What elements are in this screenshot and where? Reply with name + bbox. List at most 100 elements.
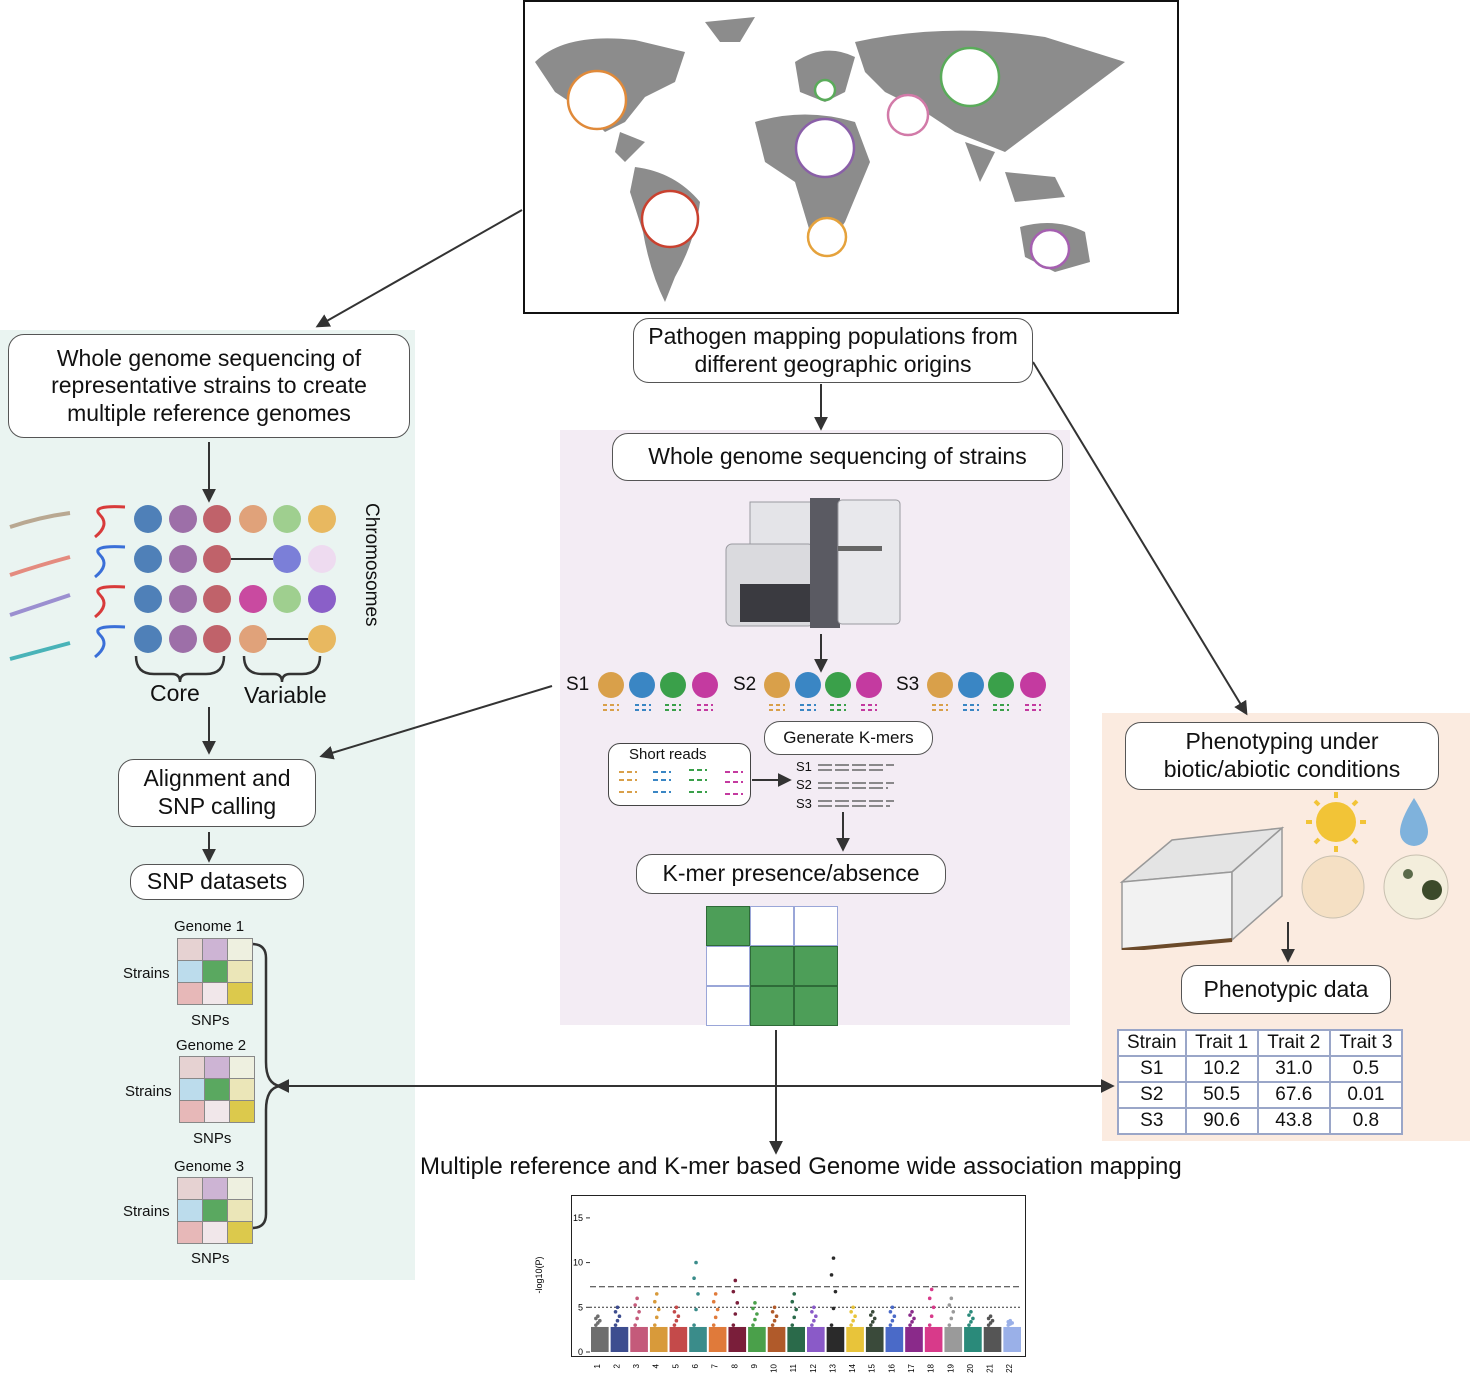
table-cell: 0.5 <box>1328 1055 1404 1083</box>
snp-point <box>888 1323 893 1327</box>
genome-2-title: Genome 2 <box>176 1037 247 1054</box>
snp-point <box>971 1316 975 1321</box>
snp-point <box>888 1309 893 1314</box>
snp-point <box>694 1307 698 1312</box>
table-cell: 0.8 <box>1328 1107 1404 1135</box>
snp-point <box>692 1276 696 1281</box>
table-header-row: Strain Trait 1 Trait 2 Trait 3 <box>1117 1029 1404 1057</box>
genome-2-cols-label: SNPs <box>193 1130 232 1147</box>
genome-1-cols-label: SNPs <box>191 1012 230 1029</box>
snp-point <box>615 1318 620 1323</box>
snp-point <box>929 1314 934 1319</box>
kmer-row-s3: S3 <box>796 796 812 811</box>
chromosome-band <box>689 1326 707 1352</box>
petri-dish-abiotic-icon <box>1383 854 1449 920</box>
snp-point <box>829 1323 834 1327</box>
snp-point <box>733 1312 738 1316</box>
x-tick-label: 6 <box>691 1363 700 1368</box>
snp-point <box>692 1323 696 1327</box>
snp-point <box>833 1289 838 1294</box>
phenotyping-box: Phenotyping under biotic/abiotic conditi… <box>1125 722 1439 790</box>
genome-1-rows-label: Strains <box>123 965 170 982</box>
chromosome-band <box>924 1326 943 1352</box>
strain-label-s1: S1 <box>566 674 590 695</box>
snp-point <box>711 1323 716 1327</box>
strain-label-s3: S3 <box>896 674 920 695</box>
x-tick-label: 12 <box>809 1363 818 1372</box>
snp-point <box>713 1315 718 1320</box>
genome-3-grid <box>177 1177 253 1244</box>
water-drop-icon <box>1400 798 1428 846</box>
chromosome-band <box>767 1326 786 1352</box>
x-tick-label: 19 <box>946 1363 955 1372</box>
snp-point <box>967 1313 971 1317</box>
snp-point <box>929 1287 934 1292</box>
table-cell: 50.5 <box>1184 1081 1259 1109</box>
chromosome-band <box>807 1326 825 1352</box>
snp-point <box>672 1323 677 1327</box>
variable-brace <box>242 655 322 683</box>
snp-point <box>753 1301 757 1305</box>
sequencer-machine-icon <box>725 498 901 628</box>
y-tick-label: 15 <box>573 1213 583 1223</box>
snp-point <box>872 1316 877 1321</box>
snp-point <box>790 1299 795 1304</box>
chromosome-band <box>865 1326 884 1352</box>
snp-point <box>849 1309 853 1314</box>
sun-icon <box>1306 792 1366 852</box>
caption-to-phenotyping-arrow <box>1032 361 1248 716</box>
x-tick-label: 17 <box>907 1363 916 1372</box>
table-cell: 43.8 <box>1256 1107 1331 1135</box>
y-tick-label: 5 <box>578 1302 583 1312</box>
chromosome-band <box>787 1326 805 1352</box>
chromosome-band <box>1003 1326 1021 1352</box>
strain-sketches <box>9 511 71 661</box>
snp-point <box>613 1309 618 1314</box>
table-row: S3 90.6 43.8 0.8 <box>1117 1107 1404 1135</box>
snp-point <box>810 1323 814 1327</box>
y-tick-label: 10 <box>573 1258 583 1268</box>
phenotyping-illustrations <box>1119 792 1449 950</box>
x-tick-label: 3 <box>632 1363 641 1368</box>
snp-point <box>598 1318 602 1323</box>
snp-point <box>908 1313 912 1317</box>
table-cell: 90.6 <box>1184 1107 1259 1135</box>
snp-point <box>654 1292 659 1296</box>
core-label: Core <box>150 680 200 706</box>
chromosome-band <box>649 1326 668 1352</box>
snp-point <box>831 1306 836 1311</box>
snp-point <box>869 1313 873 1317</box>
x-tick-label: 4 <box>652 1363 661 1368</box>
snp-point <box>851 1318 855 1323</box>
snp-point <box>829 1273 834 1277</box>
strain-chromosome-sets <box>598 672 1046 711</box>
x-tick-label: 9 <box>750 1363 759 1368</box>
chromosomes-label: Chromosomes <box>361 503 382 627</box>
genome-2-rows-label: Strains <box>125 1083 172 1100</box>
wgs-reference-box: Whole genome sequencing of representativ… <box>8 334 410 438</box>
snp-point <box>969 1320 973 1324</box>
chromosome-band <box>748 1326 766 1352</box>
table-row: S1 10.2 31.0 0.5 <box>1117 1055 1404 1083</box>
strains-to-alignment-arrow <box>319 685 553 760</box>
snp-point <box>969 1309 973 1314</box>
chromosome-band <box>708 1326 727 1352</box>
snp-point <box>931 1305 936 1310</box>
table-header: Trait 1 <box>1184 1029 1259 1057</box>
chromosome-band <box>630 1326 648 1352</box>
chromosome-band <box>591 1326 609 1352</box>
kmer-row-s1: S1 <box>796 759 812 774</box>
snp-point <box>676 1314 681 1319</box>
snp-point <box>770 1323 775 1327</box>
table-cell: S3 <box>1117 1107 1187 1135</box>
chromosome-nodes <box>134 505 336 653</box>
snp-point <box>755 1312 759 1316</box>
snp-point <box>792 1315 797 1320</box>
snp-point <box>694 1260 698 1265</box>
genome-3-cols-label: SNPs <box>191 1250 230 1267</box>
table-cell: 10.2 <box>1184 1055 1259 1083</box>
x-tick-label: 16 <box>887 1363 896 1372</box>
snp-point <box>869 1323 873 1327</box>
